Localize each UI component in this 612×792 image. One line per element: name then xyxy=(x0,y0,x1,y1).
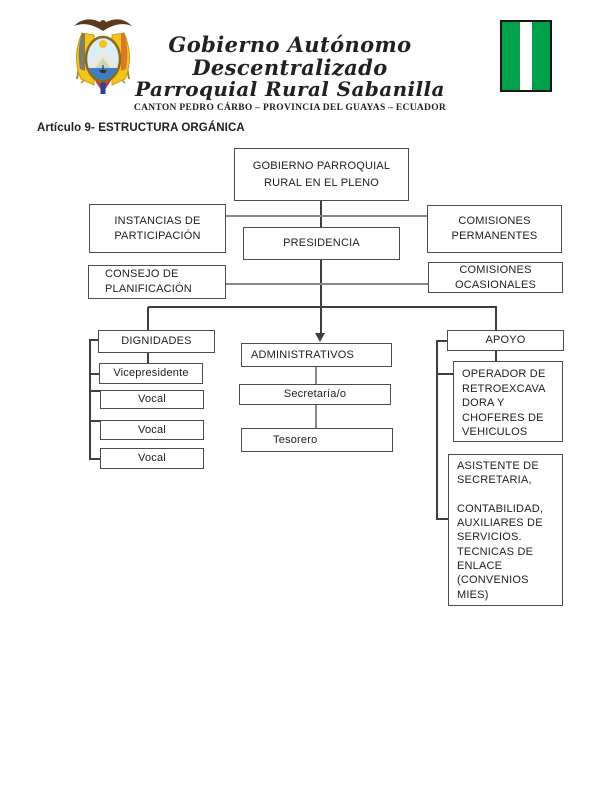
connector-drop-apoyo xyxy=(495,307,497,330)
connector-instancias-comisiones xyxy=(226,215,427,217)
bracket-stub-vocal-3 xyxy=(89,458,101,460)
node-administrativos: ADMINISTRATIVOS xyxy=(241,343,392,367)
article-heading: Artículo 9- ESTRUCTURA ORGÁNICA xyxy=(37,122,245,134)
node-dignidades: DIGNIDADES xyxy=(98,330,215,353)
flag-green-stripe xyxy=(502,22,521,90)
node-asistente-secretaria: ASISTENTE DE SECRETARIA, CONTABILIDAD, A… xyxy=(448,454,563,606)
node-operador-retroexcavadora: OPERADOR DE RETROEXCAVA DORA Y CHOFERES … xyxy=(453,361,563,442)
bracket-dignidades xyxy=(89,339,91,460)
connector-secretaria-tesorero xyxy=(315,405,317,428)
node-secretaria: Secretaría/o xyxy=(239,384,391,405)
connector-drop-dignidades xyxy=(147,307,149,330)
connector-presidencia-down xyxy=(320,260,322,335)
ecuador-coat-of-arms-icon xyxy=(70,13,136,105)
connector-administrativos-secretaria xyxy=(315,367,317,384)
node-gobierno-parroquial-pleno: GOBIERNO PARROQUIAL RURAL EN EL PLENO xyxy=(234,148,409,201)
node-vocal-2: Vocal xyxy=(100,420,204,440)
connector-apoyo-operador xyxy=(495,351,497,361)
letterhead: Gobierno Autónomo Descentralizado Parroq… xyxy=(104,33,476,114)
node-vocal-3: Vocal xyxy=(100,448,204,469)
org-subtitle: CANTON PEDRO CÁRBO – PROVINCIA DEL GUAYA… xyxy=(133,103,447,113)
bracket-stub-vocal-2 xyxy=(89,420,101,422)
node-apoyo: APOYO xyxy=(447,330,564,351)
node-comisiones-permanentes: COMISIONES PERMANENTES xyxy=(427,205,562,253)
bracket-stub-apoyo xyxy=(436,340,448,342)
node-tesorero: Tesorero xyxy=(241,428,393,452)
node-consejo-planificacion: CONSEJO DE PLANIFICACIÓN xyxy=(88,265,226,299)
org-title-line1: Gobierno Autónomo Descentralizado xyxy=(168,32,412,80)
bracket-stub-operador xyxy=(436,373,454,375)
node-vocal-1: Vocal xyxy=(100,390,204,409)
connector-dignidades-vicepresidente xyxy=(147,353,149,364)
bracket-stub-asistente xyxy=(436,518,449,520)
flag-green-stripe xyxy=(531,22,550,90)
bracket-stub-vicepresidente xyxy=(89,373,100,375)
node-instancias-participacion: INSTANCIAS DE PARTICIPACIÓN xyxy=(89,204,226,253)
node-presidencia: PRESIDENCIA xyxy=(243,227,400,260)
flag-white-stripe xyxy=(520,22,532,90)
org-title-line2: Parroquial Rural Sabanilla xyxy=(135,77,445,101)
parish-flag-icon xyxy=(500,20,552,92)
arrow-down-icon xyxy=(315,333,325,342)
bracket-apoyo xyxy=(436,340,438,519)
bracket-stub-vocal-1 xyxy=(89,390,101,392)
connector-consejo-ocasionales xyxy=(226,283,428,285)
connector-pleno-presidencia xyxy=(320,201,322,227)
node-comisiones-ocasionales: COMISIONES OCASIONALES xyxy=(428,262,563,293)
connector-branch-horizontal xyxy=(148,306,497,308)
bracket-stub-dignidades xyxy=(89,339,99,341)
node-vicepresidente: Vicepresidente xyxy=(99,363,203,384)
